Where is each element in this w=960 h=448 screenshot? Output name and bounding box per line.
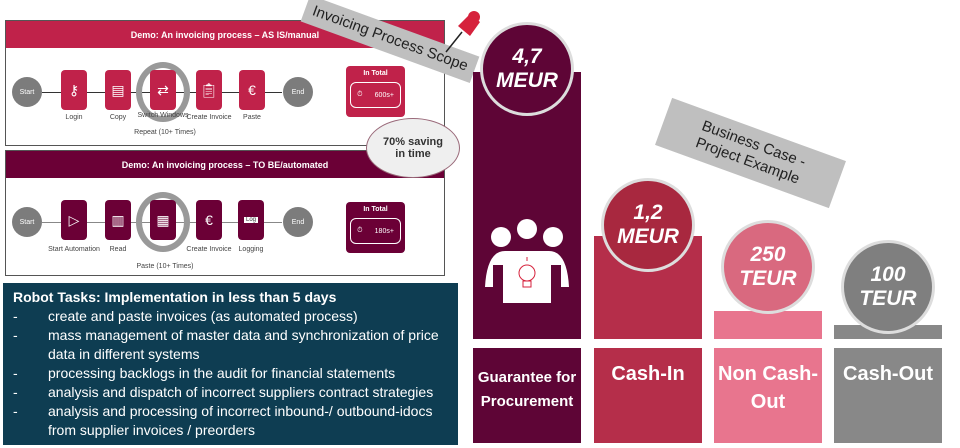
value-label: 4,7 — [512, 45, 542, 68]
step-label: Copy — [109, 114, 127, 121]
list-item: -analysis and processing of incorrect in… — [13, 403, 433, 438]
value-label: 250 — [750, 243, 786, 266]
key-icon: ⚷ — [61, 70, 87, 110]
total-label: In Total — [363, 206, 388, 213]
end-node: End — [283, 77, 313, 107]
step-label: Logging — [238, 246, 264, 253]
team-idea-icon — [481, 215, 573, 305]
invoice-euro-icon: € — [196, 200, 222, 240]
total-box: In Total ⏱ 600s+ — [346, 66, 405, 117]
play-icon: ▷ — [61, 200, 87, 240]
value-label: 100 — [870, 263, 906, 286]
repeat-ring — [136, 62, 190, 122]
category-label: Non Cash-Out — [714, 348, 822, 443]
read-icon: ▥ — [105, 200, 131, 240]
repeat-label: Repeat (10+ Times) — [134, 129, 196, 136]
value-label: MEUR — [617, 225, 679, 248]
total-box: In Total ⏱ 180s+ — [346, 202, 405, 253]
category-label: Cash-In — [594, 348, 702, 443]
start-node: Start — [12, 77, 42, 107]
list-item: -processing backlogs in the audit for fi… — [13, 365, 396, 381]
start-node: Start — [12, 207, 42, 237]
total-value: 600s+ — [374, 91, 394, 99]
value-label: 1,2 — [633, 201, 663, 224]
pushpin-icon — [445, 11, 480, 53]
robot-tasks-box: Robot Tasks: Implementation in less than… — [3, 283, 458, 445]
step-label: Paste — [243, 114, 261, 121]
business-case-tag: Business Case - Project Example — [655, 97, 846, 209]
log-icon: Log — [238, 200, 264, 240]
stopwatch-icon: ⏱ — [357, 91, 363, 98]
robot-title: Robot Tasks: Implementation in less than… — [13, 289, 337, 305]
category-label: Guarantee for Procurement — [473, 348, 581, 443]
saving-bubble: 70% saving in time — [366, 118, 460, 178]
step-label: Read — [109, 246, 127, 253]
to-be-title: Demo: An invoicing process – TO BE/autom… — [6, 151, 444, 178]
log-badge: Log — [243, 217, 258, 223]
step-label: Create Invoice — [186, 246, 232, 253]
value-label: MEUR — [496, 69, 558, 92]
copy-icon: ▤ — [105, 70, 131, 110]
stopwatch-icon: ⏱ — [357, 227, 363, 234]
clipboard-icon: 📋︎ — [196, 70, 222, 110]
clipboard-icon: ▦ — [150, 200, 176, 240]
list-item: -analysis and dispatch of incorrect supp… — [13, 384, 434, 400]
end-node: End — [283, 207, 313, 237]
category-label: Cash-Out — [834, 348, 942, 443]
step-label: Start Automation — [48, 246, 100, 253]
step-label: Switch Windows — [137, 112, 189, 119]
step-label: Create Invoice — [186, 114, 232, 121]
step-label: Login — [65, 114, 83, 121]
list-item: -mass management of master data and sync… — [13, 327, 439, 362]
list-item: -create and paste invoices (as automated… — [13, 308, 358, 324]
value-label: TEUR — [739, 267, 797, 290]
total-value: 180s+ — [374, 227, 394, 235]
switch-icon: ⇄ — [150, 70, 176, 110]
repeat-label: Paste (10+ Times) — [136, 263, 194, 270]
repeat-ring — [136, 192, 190, 252]
paste-euro-icon: € — [239, 70, 265, 110]
total-label: In Total — [363, 70, 388, 77]
bar-2 — [714, 311, 822, 339]
value-label: TEUR — [859, 287, 917, 310]
